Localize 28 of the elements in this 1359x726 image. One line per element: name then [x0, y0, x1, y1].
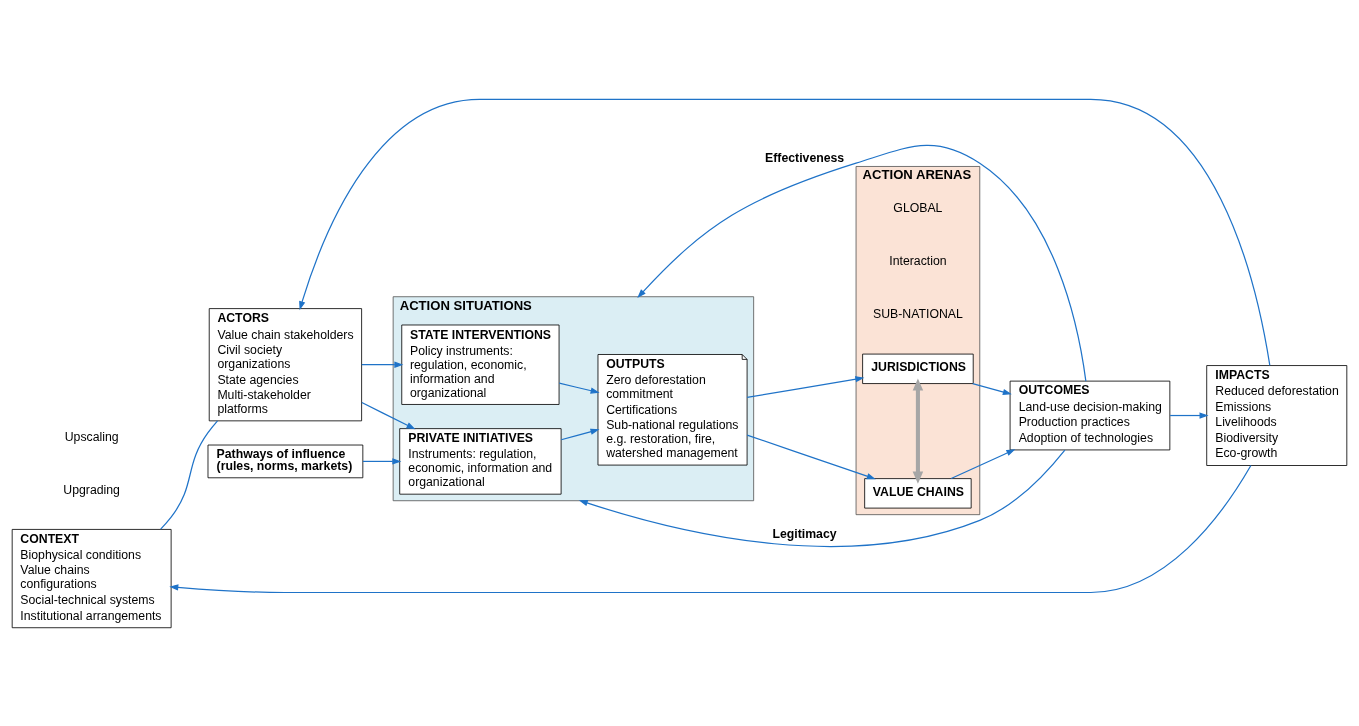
node-box: OUTCOMES Land-use decision-making Production practices Adoption of technologies — [1009, 380, 1171, 450]
arrow — [578, 448, 1066, 547]
edge-label: Legitimacy — [772, 526, 837, 541]
arrow — [746, 375, 865, 398]
edge-label: Effectiveness — [765, 150, 845, 165]
arrow — [299, 98, 1271, 366]
node-box: IMPACTS Reduced deforestation Emissions Livelihoods Biodiversity Eco-growth — [1206, 364, 1348, 466]
arrow — [560, 428, 600, 440]
arrow — [1169, 411, 1209, 419]
node-box: ACTORS Value chain stakeholders Civil society organizations State agencies Multi-stakeholder platforms — [208, 307, 363, 421]
node-box: JURISDICTIONS — [862, 353, 974, 384]
arrow — [912, 378, 924, 484]
node-box: VALUE CHAINS — [864, 477, 972, 509]
arrow — [972, 382, 1012, 395]
node-box: PRIVATE INITIATIVES Instruments: regulation, economic, information and organizational — [399, 427, 562, 495]
node-box: CONTEXT Biophysical conditions Value chains configurations Social-technical systems Institutional arrangements — [11, 528, 172, 628]
arrow — [950, 448, 1016, 479]
node-box: Pathways of influence (rules, norms, markets) — [207, 444, 364, 478]
label: Upgrading — [63, 482, 120, 497]
connector — [160, 419, 219, 530]
arrow — [361, 401, 416, 429]
label: Upscaling — [64, 429, 119, 444]
arrow — [558, 382, 600, 394]
node-box: STATE INTERVENTIONS Policy instruments: regulation, economic, information and organizational — [401, 324, 560, 405]
arrow — [746, 433, 876, 479]
arrow — [361, 361, 404, 368]
arrow — [362, 457, 402, 465]
arrow — [169, 464, 1252, 593]
